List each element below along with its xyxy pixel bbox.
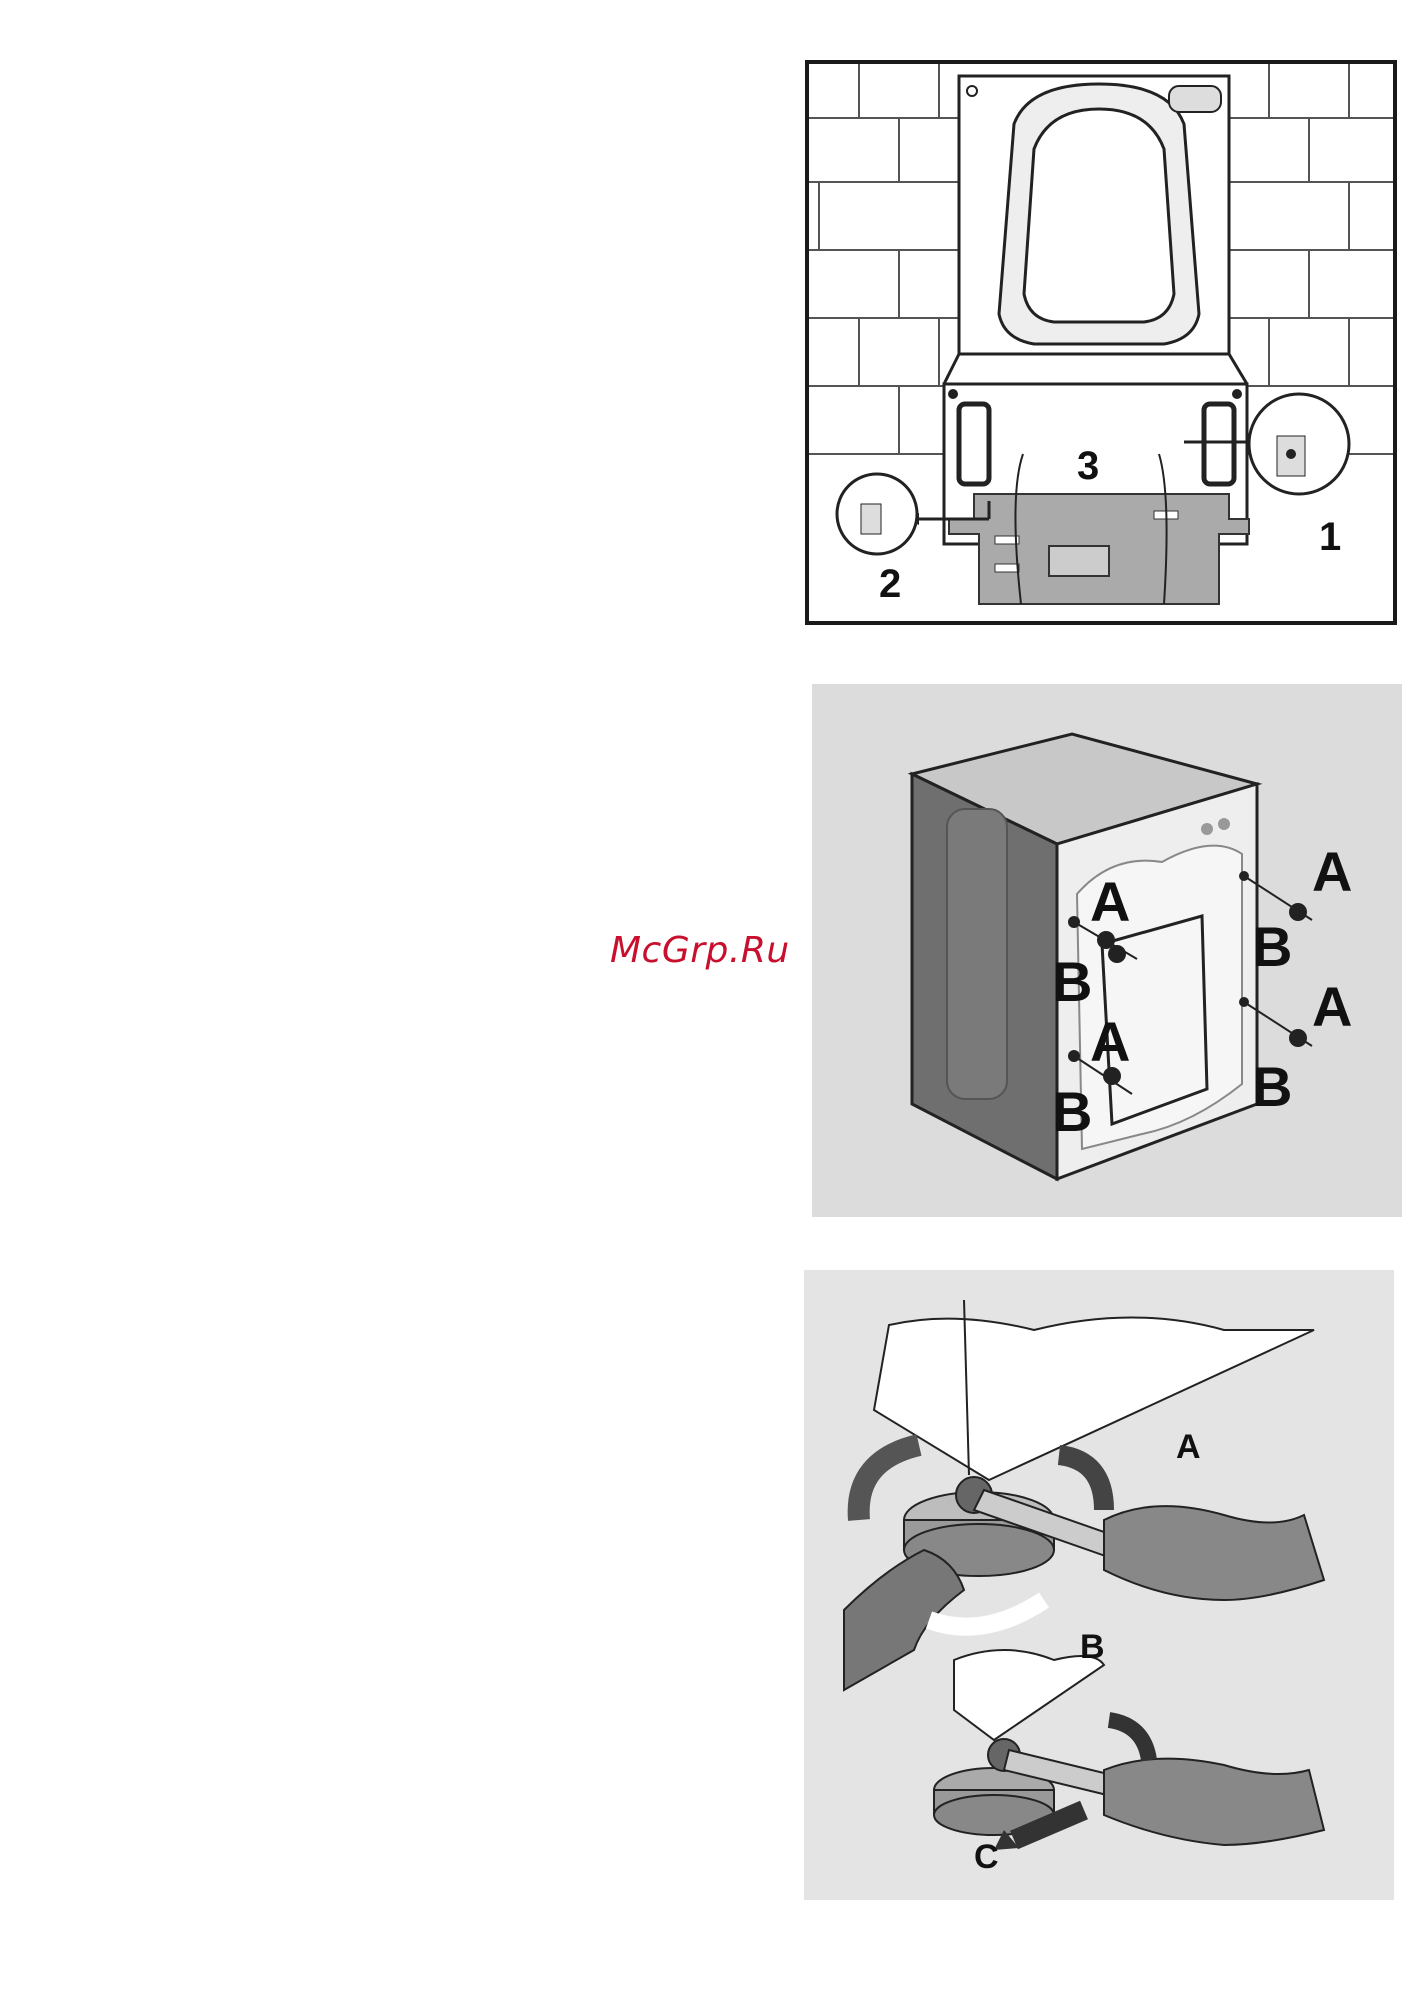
bolt-label-b-upper-right: B (1252, 919, 1292, 975)
step-label-b: B (1080, 1630, 1105, 1664)
bolt-label-b-lower-right: B (1252, 1059, 1292, 1115)
step-label-a: A (1176, 1430, 1201, 1464)
bolt-label-a-upper-left: A (1090, 874, 1130, 930)
figure-adjust-feet: A B C (804, 1270, 1394, 1900)
step-label-1: 1 (1319, 517, 1341, 557)
transit-bolts-illustration (812, 684, 1402, 1217)
adjust-feet-illustration (804, 1270, 1394, 1900)
figure-rear-panel-removal: 3 1 2 (805, 60, 1397, 625)
figure-transit-bolts: A B A B A B A B (812, 684, 1402, 1217)
step-label-2: 2 (879, 564, 901, 604)
bolt-label-a-lower-left: A (1090, 1014, 1130, 1070)
rear-panel-illustration (809, 64, 1393, 621)
watermark: McGrp.Ru (610, 930, 790, 971)
bolt-label-b-lower-left: B (1052, 1084, 1092, 1140)
step-label-c: C (974, 1840, 999, 1874)
bolt-label-b-upper-left: B (1052, 954, 1092, 1010)
bolt-label-a-upper-right: A (1312, 844, 1352, 900)
step-label-3: 3 (1077, 446, 1099, 486)
bolt-label-a-lower-right: A (1312, 979, 1352, 1035)
